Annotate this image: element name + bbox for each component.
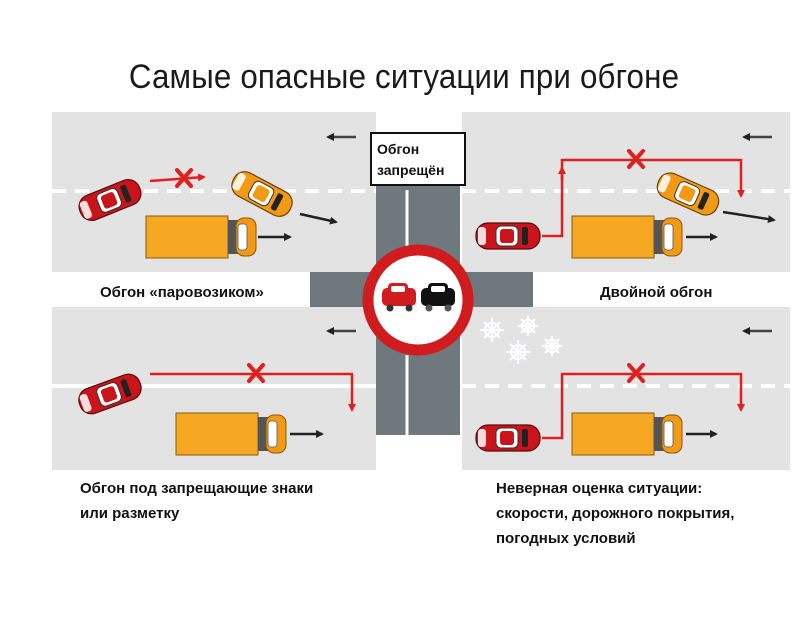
truck-icon: [571, 215, 683, 259]
caption-line: скорости, дорожного покрытия,: [496, 505, 735, 522]
sign-line-1: Обгон: [377, 141, 419, 157]
caption-line: или разметку: [80, 505, 180, 522]
caption-line: Неверная оценка ситуации:: [496, 480, 703, 497]
page-title: Самые опасные ситуации при обгоне: [128, 58, 680, 96]
red-car-icon: [475, 222, 541, 250]
cross-icon: [627, 149, 645, 169]
caption-line: Обгон под запрещающие знаки: [80, 480, 314, 497]
no-overtaking-sign-icon: [362, 244, 474, 356]
caption-chain-overtaking: Обгон «паровозиком»: [100, 284, 264, 301]
cross-icon: [247, 363, 265, 383]
cross-icon: [627, 363, 645, 383]
truck-icon: [571, 412, 683, 456]
sign-line-2: запрещён: [377, 162, 444, 178]
snowflake-icon: [480, 316, 562, 364]
caption-misjudgment: Неверная оценка ситуации: скорости, доро…: [496, 476, 734, 551]
red-car-icon: [475, 424, 541, 452]
sign-plate: [370, 132, 466, 186]
truck-icon: [175, 412, 287, 456]
caption-prohibited-overtaking: Обгон под запрещающие знаки или разметку: [80, 476, 313, 526]
cross-icon: [175, 168, 193, 188]
caption-line: погодных условий: [496, 530, 636, 547]
truck-icon: [145, 215, 257, 259]
caption-double-overtaking: Двойной обгон: [600, 284, 713, 301]
